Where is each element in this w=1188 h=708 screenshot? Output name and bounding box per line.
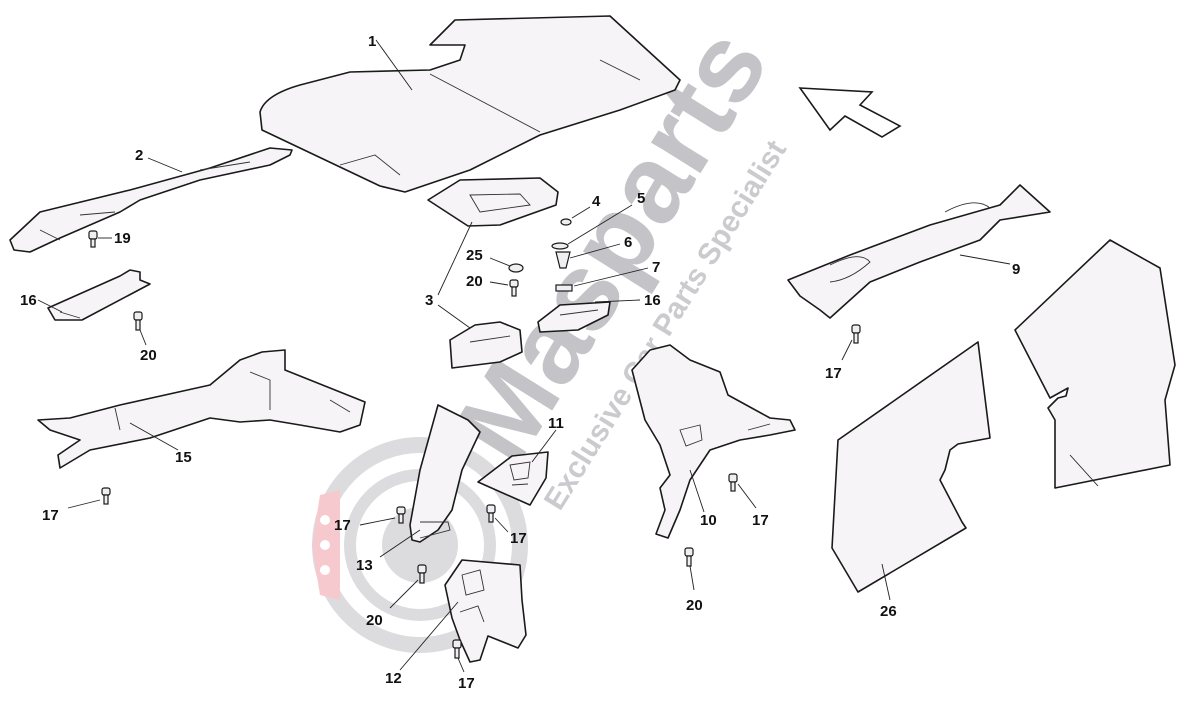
callout-12: 12	[385, 670, 402, 687]
callout-6: 6	[624, 234, 632, 251]
part-overhead-console	[427, 177, 559, 227]
part-rear-header-trim	[787, 184, 1051, 319]
part-console-lower	[449, 321, 523, 369]
callout-2: 2	[135, 147, 143, 164]
callout-13: 13	[356, 557, 373, 574]
callout-10: 10	[700, 512, 717, 529]
part-roof-rail-trim	[9, 147, 293, 253]
screw-17-bottom-icon	[452, 639, 462, 659]
callout-17-right-mid: 17	[752, 512, 769, 529]
callout-14: 15	[175, 449, 192, 466]
part-b-pillar-upper	[409, 404, 481, 543]
callout-25: 26	[880, 603, 897, 620]
callout-11: 11	[548, 415, 564, 432]
callout-20-right: 20	[686, 597, 703, 614]
clip-4-icon	[560, 218, 572, 226]
callout-17-right-top: 17	[825, 365, 842, 382]
callout-15: 16	[20, 292, 37, 309]
screw-17-right-mid-icon	[728, 473, 738, 492]
callout-3: 3	[425, 292, 433, 309]
callout-19: 20	[140, 347, 157, 364]
part-b-pillar-lower	[444, 559, 527, 663]
callout-5: 5	[637, 190, 645, 207]
clip-5-icon	[551, 242, 569, 250]
clip-6-icon	[555, 251, 571, 269]
callout-17-center-right: 17	[510, 530, 527, 547]
callout-18: 19	[114, 230, 131, 247]
screw-20-center-icon	[509, 279, 519, 297]
callout-9: 9	[1012, 261, 1020, 278]
part-lamp-lens	[537, 301, 611, 333]
screw-17-center-left-icon	[396, 506, 406, 524]
screw-20-left-icon	[417, 564, 427, 584]
part-bracket-11	[477, 451, 549, 506]
part-c-pillar-trim	[631, 344, 796, 539]
part-side-panel-25	[831, 341, 991, 593]
callout-16: 16	[644, 292, 661, 309]
screw-17-center-right-icon	[486, 504, 496, 523]
washer-21-icon	[508, 263, 524, 273]
direction-arrow-icon	[798, 87, 902, 138]
part-side-panel-26	[1014, 239, 1176, 489]
screw-20-right-icon	[684, 547, 694, 567]
callout-7: 7	[652, 259, 660, 276]
callout-4: 4	[592, 193, 601, 210]
callout-20-center: 20	[466, 273, 483, 290]
screw-18-icon	[88, 230, 98, 248]
screw-19-icon	[133, 311, 143, 331]
part-a-pillar-trim	[37, 349, 366, 469]
part-sun-visor	[47, 269, 151, 321]
part-headliner	[259, 15, 681, 193]
clip-7-icon	[555, 284, 573, 292]
callout-17-left: 17	[42, 507, 59, 524]
screw-17-right-top-icon	[851, 324, 861, 344]
callout-17-center-left: 17	[334, 517, 351, 534]
callout-17-bottom: 17	[458, 675, 475, 692]
callout-1: 1	[368, 33, 376, 50]
callout-20-left: 20	[366, 612, 383, 629]
callout-21: 25	[466, 247, 483, 264]
screw-17-left-icon	[101, 487, 111, 505]
